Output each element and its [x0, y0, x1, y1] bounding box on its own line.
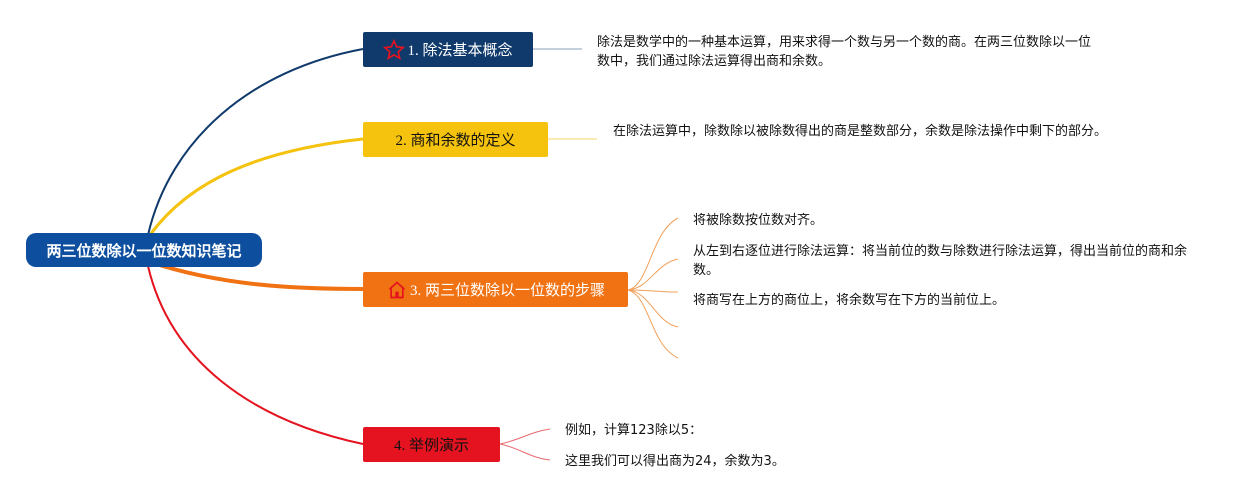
- topic-steps[interactable]: 3. 两三位数除以一位数的步骤: [363, 272, 628, 307]
- topic-label: 4. 举例演示: [393, 438, 469, 454]
- star-outline-icon: [383, 38, 406, 61]
- link-root-b1: [147, 48, 364, 236]
- link-root-b2: [148, 137, 364, 236]
- note-step-3: 将商写在上方的商位上，将余数写在下方的当前位上。: [693, 293, 1006, 308]
- note-example-1: 例如，计算123除以5：: [565, 423, 703, 438]
- root-topic-label: 两三位数除以一位数知识笔记: [46, 241, 242, 260]
- link-b4-note-1: [499, 428, 551, 445]
- topic-label: 1. 除法基本概念: [407, 43, 513, 59]
- topic-label: 3. 两三位数除以一位数的步骤: [409, 283, 605, 299]
- link-root-b3: [149, 260, 364, 291]
- link-b3-note-2: [627, 258, 679, 291]
- topic-quotient-remainder[interactable]: 2. 商和余数的定义: [363, 122, 548, 157]
- link-b4-note-2: [499, 443, 551, 461]
- note-basic-concept: 除法是数学中的一种基本运算，用来求得一个数与另一个数的商。在两三位数除以一位数中…: [597, 35, 1092, 69]
- note-quotient-remainder: 在除法运算中，除数除以被除数得出的商是整数部分，余数是除法操作中剩下的部分。: [613, 124, 1108, 139]
- topic-basic-concept[interactable]: 1. 除法基本概念: [363, 32, 533, 67]
- link-b3-note-3: [627, 289, 679, 293]
- note-step-1: 将被除数按位数对齐。: [693, 213, 824, 228]
- link-b3-note-1: [627, 217, 679, 291]
- topic-example[interactable]: 4. 举例演示: [363, 427, 500, 462]
- link-b3-note-4: [627, 289, 679, 328]
- root-topic[interactable]: 两三位数除以一位数知识笔记: [26, 233, 262, 267]
- note-example-2: 这里我们可以得出商为24，余数为3。: [565, 454, 785, 469]
- house-icon: [386, 279, 408, 301]
- link-root-b4: [147, 265, 364, 445]
- link-b3-note-5: [627, 289, 679, 359]
- topic-label: 2. 商和余数的定义: [395, 133, 516, 149]
- note-step-2: 从左到右逐位进行除法运算：将当前位的数与除数进行除法运算，得出当前位的商和余数。: [693, 244, 1188, 278]
